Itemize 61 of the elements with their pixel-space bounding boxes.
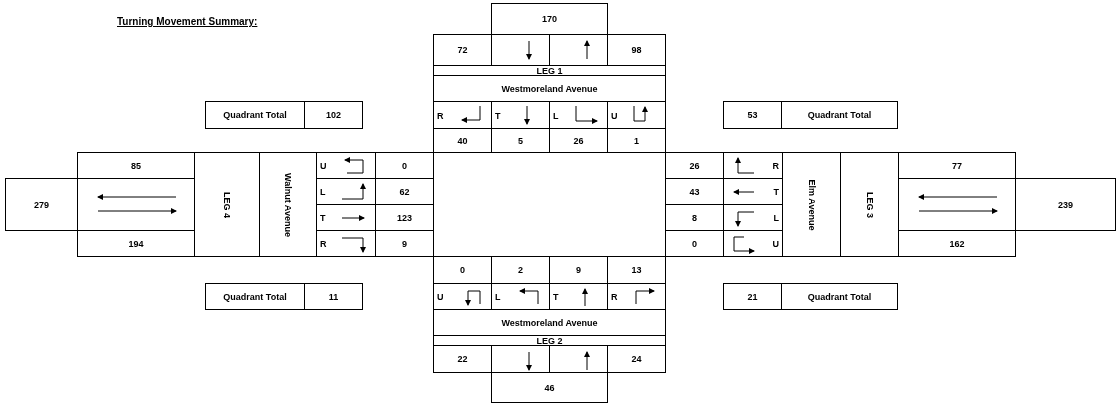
count-value: 5 — [518, 135, 523, 146]
count-value: 40 — [457, 135, 468, 146]
count-value: 21 — [747, 291, 758, 302]
count-value: 46 — [544, 382, 555, 393]
table-label: Westmoreland Avenue — [501, 83, 598, 94]
count-value: 85 — [131, 160, 141, 171]
count-value: 62 — [399, 186, 410, 197]
count-value: 98 — [631, 45, 642, 55]
count-value: 123 — [397, 212, 412, 223]
count-value: 9 — [576, 265, 581, 275]
count-value: 102 — [326, 110, 341, 120]
road-label: LEG 4 — [222, 191, 232, 218]
count-value: 162 — [949, 238, 965, 249]
table-label: Quadrant Total — [223, 110, 287, 120]
table-label: Quadrant Total — [807, 291, 872, 302]
count-value: 279 — [34, 199, 49, 210]
movement-letter: T — [495, 110, 501, 121]
table-label: Quadrant Total — [223, 291, 287, 302]
table-label: Quadrant Total — [807, 110, 872, 120]
count-value: 0 — [692, 238, 697, 249]
movement-letter: T — [773, 187, 779, 197]
count-value: 53 — [747, 110, 758, 120]
movement-letter: T — [553, 292, 559, 302]
movement-letter: L — [553, 110, 559, 121]
count-value: 22 — [457, 354, 468, 364]
movement-letter: L — [495, 292, 501, 302]
count-value: 13 — [631, 265, 642, 275]
count-value: 72 — [457, 45, 468, 55]
movement-letter: R — [772, 161, 779, 171]
table-label: Westmoreland Avenue — [501, 317, 598, 328]
movement-letter: L — [773, 213, 779, 223]
count-value: 194 — [128, 238, 144, 249]
movement-letter: U — [611, 110, 618, 121]
count-value: 2 — [518, 265, 523, 275]
count-value: 1 — [634, 135, 639, 146]
count-value: 24 — [631, 354, 642, 364]
movement-letter: U — [437, 292, 444, 302]
count-value: 26 — [573, 135, 584, 146]
movement-letter: R — [320, 239, 327, 249]
count-value: 170 — [542, 14, 557, 24]
movement-letter: L — [320, 187, 326, 197]
movement-letter: T — [320, 213, 326, 223]
movement-letter: U — [320, 161, 327, 171]
movement-letter: R — [611, 292, 618, 302]
count-value: 0 — [460, 265, 465, 275]
count-value: 239 — [1058, 199, 1073, 210]
count-value: 77 — [952, 160, 962, 171]
count-value: 11 — [328, 291, 339, 302]
count-value: 9 — [402, 238, 407, 249]
count-value: 26 — [689, 160, 700, 171]
road-label: Walnut Avenue — [283, 172, 293, 237]
count-value: 8 — [692, 212, 697, 223]
road-label: LEG 3 — [864, 191, 875, 218]
table-label: LEG 2 — [536, 335, 563, 346]
count-value: 0 — [402, 160, 407, 171]
movement-letter: U — [772, 239, 779, 249]
count-value: 43 — [689, 186, 700, 197]
road-label: Elm Avenue — [806, 179, 817, 230]
movement-letter: R — [437, 110, 444, 121]
heading: Turning Movement Summary: — [117, 16, 258, 27]
table-label: LEG 1 — [536, 65, 563, 76]
